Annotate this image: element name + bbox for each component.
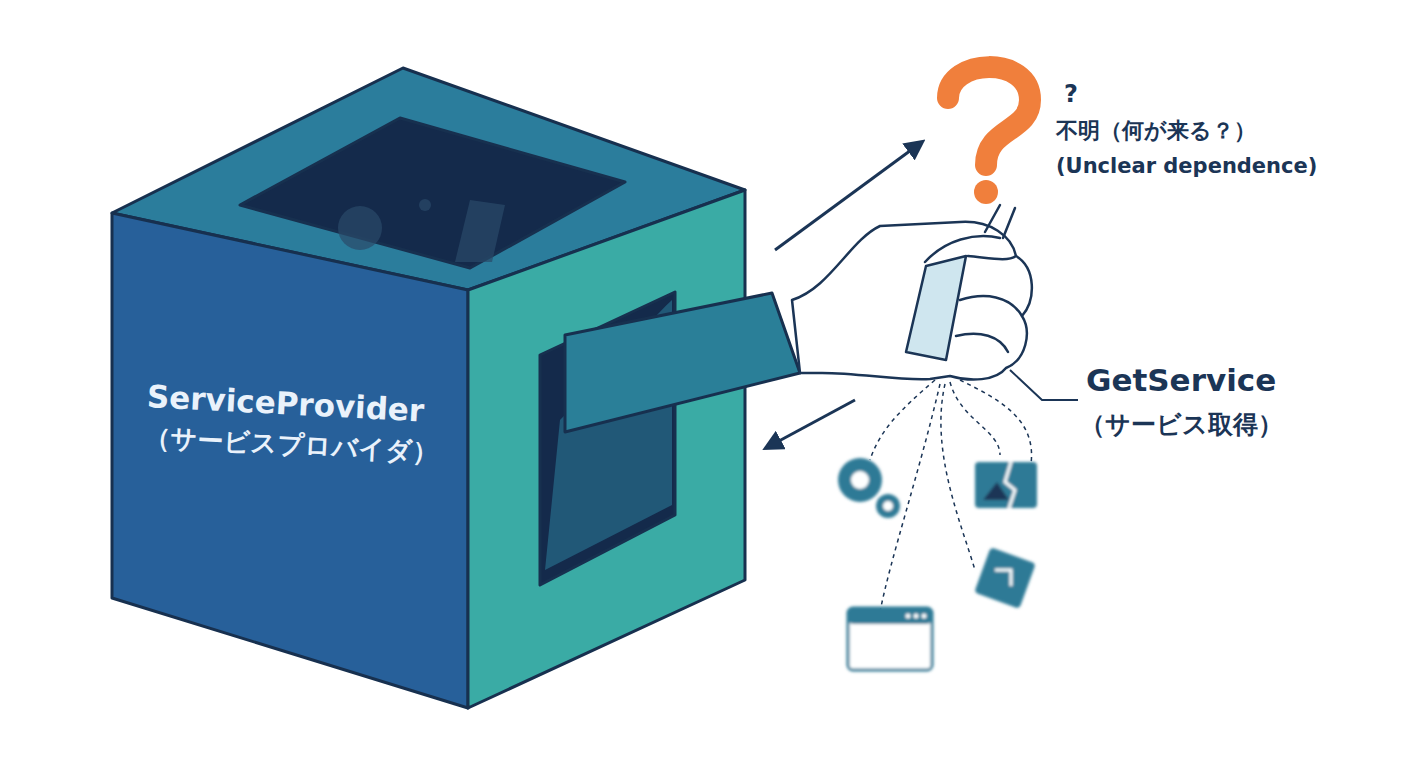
- provider-label-box: ServiceProvider（サービスプロバイダ）: [144, 378, 442, 470]
- broken-image-icon: [975, 462, 1037, 508]
- window-icon: [848, 608, 932, 670]
- method-label-japanese: （サービス取得）: [1080, 408, 1283, 441]
- chip-icon: [974, 547, 1036, 609]
- unclear-label: (Unclear dependence): [1056, 154, 1317, 178]
- question-mark: [948, 67, 1030, 204]
- method-label: GetService: [1086, 362, 1276, 398]
- outgoing-arrow: [775, 142, 922, 250]
- sleeve: [565, 293, 800, 432]
- hand: [792, 205, 1032, 380]
- question-label: ?: [1064, 80, 1078, 108]
- leader-line: [1010, 370, 1078, 400]
- inner-shapes: [338, 199, 505, 262]
- incoming-arrow: [766, 400, 855, 448]
- gear-icon: [838, 458, 900, 518]
- blurred-icons: [838, 458, 1037, 670]
- unknown-label: 不明（何が来る？）: [1056, 116, 1256, 146]
